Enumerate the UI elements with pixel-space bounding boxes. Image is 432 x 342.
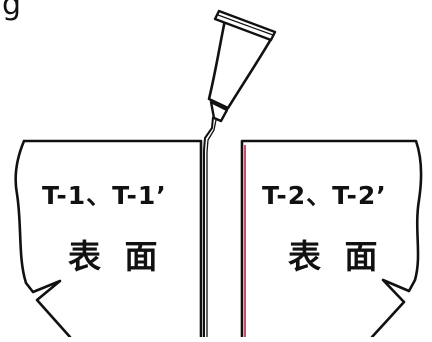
right-panel-outline bbox=[240, 139, 423, 339]
glue-tube-crimp bbox=[213, 9, 277, 42]
glue-line bbox=[203, 116, 214, 337]
glue-tube-nozzle bbox=[209, 100, 229, 123]
right-panel-code: T-2、T-2’ bbox=[262, 181, 387, 210]
glue-tube-crimp-line bbox=[217, 14, 274, 36]
left-panel-outline bbox=[14, 139, 203, 339]
left-panel-face: 表 面 bbox=[68, 237, 164, 276]
left-panel-code: T-1、T-1’ bbox=[42, 181, 167, 210]
right-panel-face: 表 面 bbox=[288, 237, 384, 276]
glue-tube-icon bbox=[207, 9, 277, 123]
left-panel: T-1、T-1’ 表 面 bbox=[14, 139, 203, 339]
glue-line-inner bbox=[206, 119, 217, 337]
right-panel: T-2、T-2’ 表 面 bbox=[240, 139, 423, 339]
corner-mark: g bbox=[2, 0, 21, 22]
glue-tube-body bbox=[207, 18, 273, 110]
